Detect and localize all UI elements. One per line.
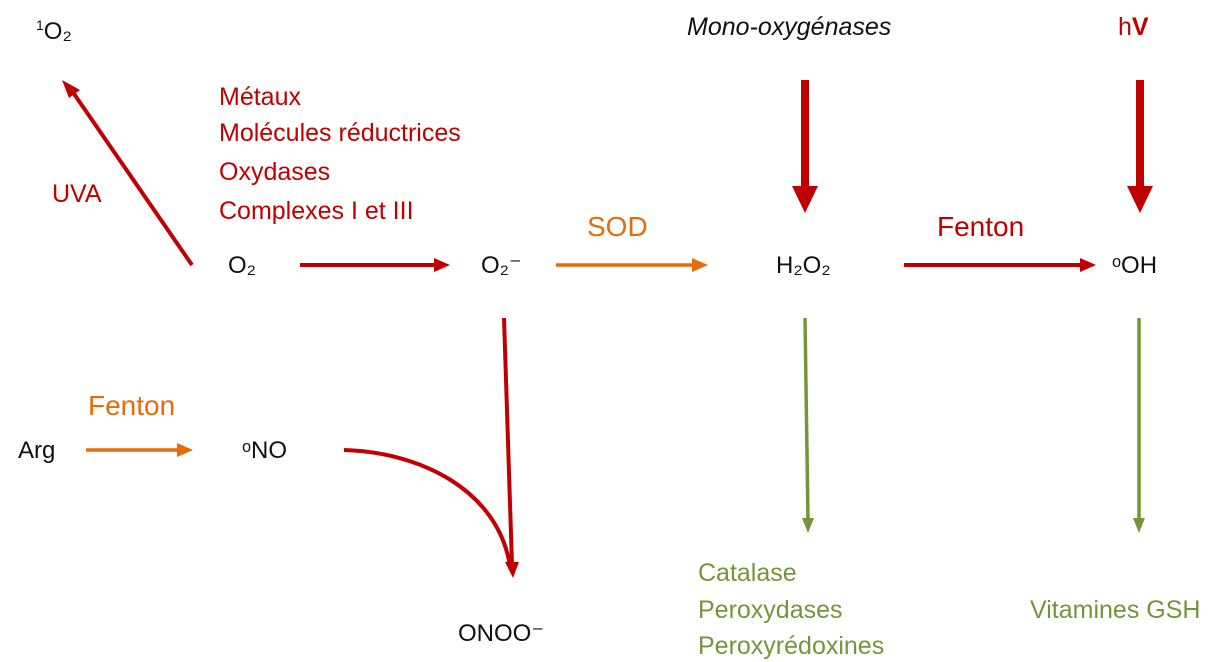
arrow-arg-to-no (86, 443, 193, 457)
singlet-oxygen-text: O₂ (43, 18, 72, 45)
arg-label: Arg (18, 437, 56, 464)
arrow-o2-to-singlet-o2 (62, 80, 194, 267)
arrow-superoxide-to-peroxynitrite (502, 317, 519, 578)
source-label-metaux: Métaux (219, 83, 301, 111)
h2o2-label: H₂O₂ (776, 252, 831, 279)
defense-catalase: Catalase (698, 559, 797, 587)
peroxynitrite-label: ONOO⁻ (458, 620, 545, 647)
source-label-complexes: Complexes I et III (219, 197, 414, 225)
arrow-h2o2-to-catalase (802, 317, 814, 533)
fenton-top-label: Fenton (937, 211, 1025, 242)
defense-peroxyredoxines: Peroxyrédoxines (698, 632, 885, 660)
defense-vitamines-gsh: Vitamines GSH (1030, 596, 1201, 624)
source-label-molecules: Molécules réductrices (219, 119, 461, 147)
o2-label: O₂ (228, 252, 256, 279)
hv-h: h (1118, 13, 1132, 41)
hydroxyl-label: ᵒOH (1112, 252, 1158, 279)
arrow-monooxygenases-to-h2o2 (792, 80, 818, 213)
arrow-hydroxyl-to-vitamines (1133, 318, 1145, 533)
uva-label: UVA (52, 180, 102, 208)
source-label-oxydases: Oxydases (219, 158, 331, 186)
arrow-no-to-peroxynitrite (343, 448, 512, 567)
hv-v: V (1131, 13, 1149, 41)
monooxygenases-label: Mono-oxygénases (687, 13, 892, 41)
arrow-o2-to-superoxide (300, 258, 450, 272)
singlet-oxygen-superscript: 1 (36, 17, 44, 33)
superoxide-label: O₂⁻ (481, 252, 522, 279)
arrow-superoxide-to-h2o2 (556, 258, 708, 272)
arrow-h2o2-to-hydroxyl (904, 258, 1096, 272)
singlet-oxygen-label: 1O₂ (36, 17, 72, 45)
hv-label: hV (1118, 15, 1149, 40)
arrow-hv-to-hydroxyl (1127, 80, 1153, 213)
fenton-bottom-label: Fenton (88, 390, 176, 421)
defense-peroxydases: Peroxydases (698, 596, 843, 624)
sod-label: SOD (587, 211, 648, 242)
no-label: ᵒNO (242, 437, 288, 464)
